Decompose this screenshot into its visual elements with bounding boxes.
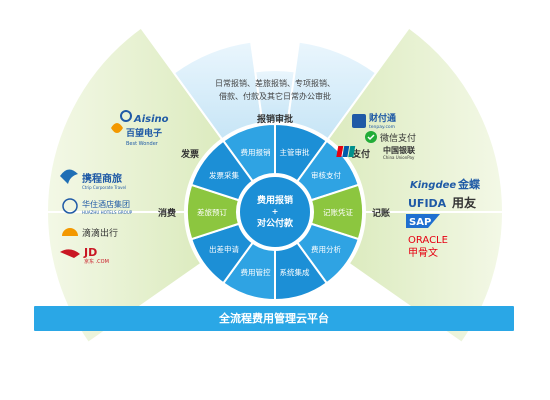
section-label-bookkeeping: 记账 [372, 207, 390, 219]
sector-invoice [172, 40, 264, 141]
unionpay-logo: 中国银联 China UnionPay [336, 145, 415, 160]
center-plus: + [272, 207, 279, 216]
huazhu-cn: 华住酒店集团 [82, 199, 130, 209]
reimbursement-desc-line-1: 日常报销、差旅报销、专项报销、 [215, 78, 335, 88]
inner-sector-9 [190, 139, 255, 202]
huazhu-mark-icon [62, 198, 78, 214]
inner-ring-label: 差旅预订 [197, 207, 227, 217]
section-label-reimbursement: 报销审批 [257, 113, 293, 125]
bestwonder-mark-icon [111, 123, 123, 133]
bookkeeping-logos: Kingdee 金蝶 UFIDA 用友 SAP ORACLE 甲骨文 [406, 177, 481, 259]
bestwonder-cn: 百望电子 [126, 127, 162, 139]
wechatpay-logo: 微信支付 [365, 131, 416, 144]
ufida-cn: 用友 [451, 195, 476, 210]
oracle-logo: ORACLE 甲骨文 [408, 235, 448, 259]
kingdee-cn: 金蝶 [457, 177, 481, 191]
inner-ring-label: 费用分析 [311, 244, 341, 254]
reimbursement-desc-line-2: 借款、付款及其它日常办公审批 [219, 91, 331, 101]
oracle-en: ORACLE [408, 235, 448, 246]
unionpay-blue-icon [342, 146, 350, 157]
ctrip-cn: 携程商旅 [82, 172, 122, 185]
sap-text: SAP [409, 217, 431, 228]
kingdee-logo: Kingdee 金蝶 [410, 177, 481, 191]
tenpay-logo: 财付通 tenpay.com [352, 112, 396, 130]
inner-ring-label: 审核支付 [311, 170, 341, 180]
jd-dog-icon [60, 249, 80, 258]
ctrip-logo: 携程商旅 Ctrip Corporate Travel [60, 169, 126, 190]
sector-bookkeeping [326, 26, 505, 213]
ufida-logo: UFIDA 用友 [408, 195, 476, 210]
inner-ring-label: 系统集成 [279, 267, 309, 277]
center-hub [238, 175, 312, 249]
platform-bar: 全流程费用管理云平台 [34, 306, 514, 331]
huazhu-logo: 华住酒店集团 HUAZHU HOTELS GROUP [62, 198, 133, 215]
section-label-consumption: 消费 [158, 207, 176, 219]
jd-logo: JD 京东 .COM [60, 246, 109, 265]
inner-ring-label: 费用报销 [241, 147, 271, 157]
oracle-cn: 甲骨文 [408, 246, 438, 259]
center-line-2: 对公付款 [257, 217, 294, 229]
bestwonder-en: Best Wonder [126, 141, 159, 147]
inner-ring: 费用报销主管审批审核支付记账凭证费用分析系统集成费用管控出差申请差旅预订发票采集 [186, 122, 364, 302]
bestwonder-logo: 百望电子 Best Wonder [111, 123, 162, 147]
inner-ring-label: 出差申请 [209, 244, 239, 254]
sap-logo: SAP [406, 214, 440, 228]
tenpay-en: tenpay.com [369, 124, 395, 130]
payment-logos: 财付通 tenpay.com 微信支付 中国银联 China UnionPay [336, 112, 416, 160]
ctrip-en: Ctrip Corporate Travel [82, 185, 126, 190]
inner-ring-label: 主管审批 [279, 147, 309, 157]
jd-sub: 京东 .COM [84, 258, 109, 265]
inner-ring-label: 记账凭证 [323, 207, 353, 217]
unionpay-en: China UnionPay [383, 155, 415, 160]
consumption-logos: 携程商旅 Ctrip Corporate Travel 华住酒店集团 HUAZH… [60, 169, 133, 265]
aisino-text: Aisino [133, 114, 169, 125]
inner-ring-label: 发票采集 [209, 170, 239, 180]
huazhu-en: HUAZHU HOTELS GROUP [82, 210, 133, 215]
check-icon [367, 134, 375, 141]
sap-mark-icon [406, 214, 440, 228]
section-label-payment: 支付 [351, 148, 370, 160]
didi-text: 滴滴出行 [82, 227, 118, 239]
center-line-1: 费用报销 [257, 194, 293, 206]
tenpay-mark-icon [352, 114, 366, 128]
invoice-logos: Aisino 百望电子 Best Wonder [111, 110, 169, 147]
inner-ring-label: 费用管控 [241, 267, 271, 277]
section-label-invoice: 发票 [180, 148, 199, 160]
kingdee-en: Kingdee [410, 180, 456, 191]
ctrip-dolphin-icon [60, 169, 78, 184]
didi-mark-icon [62, 228, 78, 236]
ufida-en: UFIDA [408, 197, 447, 210]
wechatpay-text: 微信支付 [380, 132, 416, 144]
tenpay-cn: 财付通 [368, 112, 396, 124]
unionpay-red-icon [336, 146, 344, 157]
sector-consumption [45, 26, 224, 213]
unionpay-cn: 中国银联 [383, 145, 415, 155]
unionpay-green-icon [348, 146, 356, 157]
jd-text: JD [83, 246, 97, 259]
didi-logo: 滴滴出行 [62, 227, 118, 239]
aisino-mark-icon [120, 110, 132, 122]
aisino-logo: Aisino [120, 110, 169, 125]
